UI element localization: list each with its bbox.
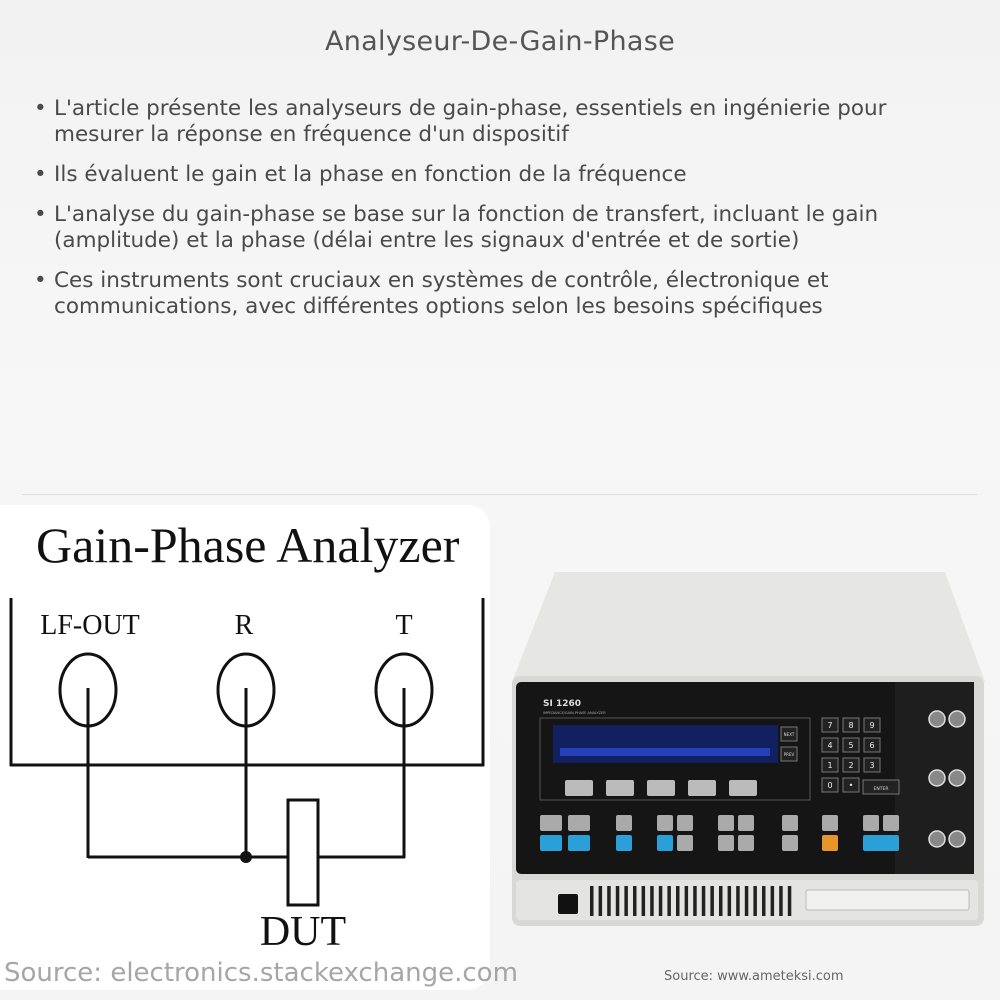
vent-slot [744,886,749,916]
vent-slot [787,886,792,916]
bnc-connectors [928,710,966,848]
display [553,725,778,763]
vent-slot [676,886,680,916]
bullet-list: L'article présente les analyseurs de gai… [30,96,980,334]
keypad-key-label: 8 [848,721,853,730]
chassis-top [512,572,985,682]
model-label: SI 1260 [543,699,581,709]
circuit-diagram: Gain-Phase Analyzer LF-OUT R T DUT [9,517,485,955]
display-frame [539,717,811,801]
keypad-key-label: • [849,781,854,790]
softkey[interactable] [688,780,716,796]
vent-slot [701,886,706,916]
softkey[interactable] [729,780,757,796]
keypad-key-label: 9 [869,721,874,730]
blue-key[interactable] [863,835,899,851]
keypad-key-label: 5 [848,741,853,750]
keypad-key-label: 4 [827,741,832,750]
vent-slot [641,886,646,916]
softkey[interactable] [606,780,634,796]
model-subtitle: IMPEDANCE/GAIN-PHASE ANALYZER [543,711,606,715]
diagram-source: Source: electronics.stackexchange.com [4,958,518,988]
vent-slot [762,886,766,916]
keypad-key[interactable] [821,717,839,733]
keypad-key[interactable] [821,737,839,753]
keypad-key[interactable] [821,757,839,773]
keypad-key[interactable] [842,717,860,733]
vent-slot [607,886,611,916]
keypad-key-label: 0 [827,781,832,790]
instrument-source: Source: www.ameteksi.com [664,969,844,984]
keypad-key-label: 6 [869,741,874,750]
softkey[interactable] [647,780,675,796]
vent-slot [615,886,620,916]
bullet-item: Ils évaluent le gain et la phase en fonc… [30,162,980,188]
keypad-key[interactable] [863,757,881,773]
bullet-item: L'article présente les analyseurs de gai… [30,96,980,148]
vent-slot [624,886,628,916]
keypad-key[interactable] [842,777,860,793]
divider [22,494,977,495]
vent-slot [650,886,654,916]
junction-dot [240,851,252,863]
t-label: T [395,610,412,641]
bullet-item: L'analyse du gain-phase se base sur la f… [30,202,980,254]
vent-slot [633,886,637,916]
keypad-key-label: 3 [869,761,874,770]
analyzer-illustration: SI 1260 IMPEDANCE/GAIN-PHASE ANALYZER NE… [512,572,985,926]
instrument-photo: SI 1260 IMPEDANCE/GAIN-PHASE ANALYZER NE… [505,560,995,940]
vent-slot [753,886,757,916]
keypad-key[interactable] [821,777,839,793]
power-switch[interactable] [558,894,578,914]
blue-key[interactable] [616,835,632,851]
softkey[interactable] [565,780,593,796]
vent-slot [710,886,714,916]
vent-slot [684,886,689,916]
dut-box [286,798,320,907]
vent-slot [719,886,723,916]
dut-label: DUT [260,909,346,955]
keypad-key[interactable] [863,717,881,733]
keypad-key[interactable] [842,757,860,773]
vent-slot [779,886,783,916]
vent-slot [598,886,603,916]
vent-slot [658,886,663,916]
diagram-title: Gain-Phase Analyzer [36,517,460,573]
prev-button[interactable]: PREV [784,752,795,757]
keypad-key-label: 1 [827,761,832,770]
lf-out-label: LF-OUT [40,610,140,641]
blue-key[interactable] [657,835,673,851]
page-title: Analyseur-De-Gain-Phase [325,26,675,57]
vent-slot [727,886,732,916]
next-button[interactable]: NEXT [784,732,795,737]
r-label: R [235,610,254,641]
vent-slot [770,886,775,916]
keypad-key[interactable] [842,737,860,753]
blue-key[interactable] [568,835,590,851]
vent-slot [590,886,594,916]
keypad-key-label: 2 [848,761,853,770]
gain-phase-diagram: Gain-Phase Analyzer LF-OUT R T DUT [0,505,490,990]
bullet-item: Ces instruments sont cruciaux en système… [30,268,980,320]
keypad-key-label: 7 [827,721,832,730]
vent-slot [667,886,671,916]
vent-slot [693,886,697,916]
keypad-key[interactable] [863,737,881,753]
orange-key[interactable] [822,835,838,851]
enter-button[interactable]: ENTER [874,786,889,792]
vent-slot [736,886,740,916]
blue-key[interactable] [540,835,562,851]
